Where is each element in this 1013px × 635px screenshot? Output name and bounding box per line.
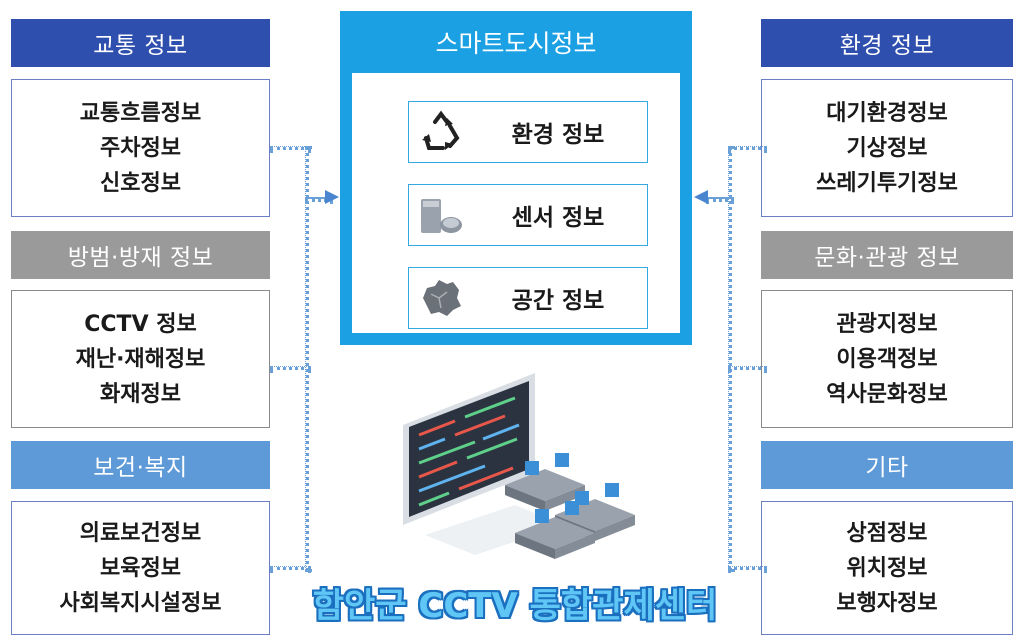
control-center-title: 함안군 CCTV 통합관제센터 — [312, 585, 718, 626]
panel-body: 환경 정보 센서 정보 공간 정보 — [352, 73, 680, 333]
list-item: 대기환경정보 — [826, 100, 948, 126]
environment-info-box: 대기환경정보 기상정보 쓰레기투기정보 — [761, 79, 1013, 217]
list-item: 위치정보 — [846, 555, 928, 581]
center-item-label: 센서 정보 — [511, 205, 605, 231]
list-item: 상점정보 — [846, 520, 928, 546]
list-item: CCTV 정보 — [84, 311, 197, 337]
list-item: 관광지정보 — [836, 311, 938, 337]
traffic-info-header: 교통 정보 — [11, 19, 270, 67]
connector-line — [728, 146, 767, 150]
connector-line — [706, 197, 734, 202]
list-item: 재난·재해정보 — [75, 346, 206, 372]
connector-line — [305, 146, 309, 572]
list-item: 이용객정보 — [836, 346, 938, 372]
list-item: 보육정보 — [100, 555, 181, 581]
connector-line — [270, 366, 311, 370]
list-item: 보행자정보 — [836, 590, 938, 616]
list-item: 교통흐름정보 — [79, 100, 202, 126]
smart-city-info-panel: 스마트도시정보 환경 정보 — [340, 11, 692, 345]
connector-line — [728, 566, 767, 570]
arrow-right-icon — [325, 190, 339, 204]
environment-info-header: 환경 정보 — [761, 19, 1013, 67]
list-item: 화재정보 — [100, 381, 181, 407]
center-item-environment: 환경 정보 — [408, 101, 648, 163]
list-item: 역사문화정보 — [826, 381, 948, 407]
recycle-icon — [417, 110, 465, 154]
center-item-sensor: 센서 정보 — [408, 184, 648, 246]
list-item: 사회복지시설정보 — [59, 590, 222, 616]
center-item-label: 공간 정보 — [511, 288, 605, 314]
list-item: 신호정보 — [100, 170, 181, 196]
list-item: 기상정보 — [846, 135, 928, 161]
list-item: 주차정보 — [100, 135, 181, 161]
center-item-label: 환경 정보 — [511, 122, 605, 148]
connector-line — [728, 146, 732, 572]
etc-info-box: 상점정보 위치정보 보행자정보 — [761, 501, 1013, 635]
map-icon — [417, 276, 465, 320]
sensor-icon — [417, 193, 465, 237]
center-item-spatial: 공간 정보 — [408, 267, 648, 329]
arrow-left-icon — [694, 190, 708, 204]
welfare-info-box: 의료보건정보 보육정보 사회복지시설정보 — [11, 501, 270, 635]
welfare-info-header: 보건·복지 — [11, 441, 270, 489]
panel-title: 스마트도시정보 — [435, 29, 597, 58]
connector-line — [270, 146, 311, 150]
connector-line — [270, 566, 311, 570]
traffic-info-box: 교통흐름정보 주차정보 신호정보 — [11, 79, 270, 217]
safety-info-header: 방범·방재 정보 — [11, 231, 270, 279]
list-item: 쓰레기투기정보 — [816, 170, 958, 196]
connector-line — [728, 366, 767, 370]
culture-info-box: 관광지정보 이용객정보 역사문화정보 — [761, 290, 1013, 428]
etc-info-header: 기타 — [761, 441, 1013, 489]
safety-info-box: CCTV 정보 재난·재해정보 화재정보 — [11, 290, 270, 428]
culture-info-header: 문화·관광 정보 — [761, 231, 1013, 279]
control-center-illustration — [403, 373, 635, 559]
list-item: 의료보건정보 — [79, 520, 202, 546]
